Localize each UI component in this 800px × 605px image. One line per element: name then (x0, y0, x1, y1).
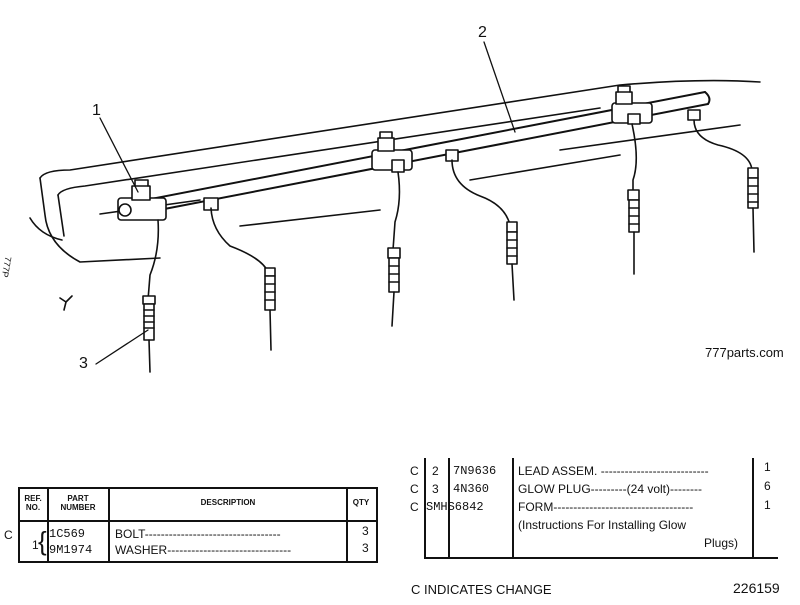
clamp-left (117, 179, 167, 221)
ref-number: 2 (432, 464, 439, 478)
valve-cover-inner (57, 107, 601, 196)
glow-plug-6 (747, 167, 759, 253)
page-number: 226159 (733, 580, 780, 596)
callout-2: 2 (478, 24, 487, 41)
change-marker: C (410, 482, 419, 496)
part-number-cell: 1C569 (49, 527, 86, 541)
leader-1 (99, 117, 139, 193)
glow-plug-3 (387, 247, 401, 327)
qty-cell: 1 (764, 498, 771, 512)
description-cell: GLOW PLUG---------(24 volt)-------- (518, 482, 702, 496)
part-number-cell: 9M1974 (49, 543, 93, 557)
qty-cell: 3 (362, 524, 369, 538)
lead-rail (124, 91, 706, 205)
header-ref-no: REF.NO. (24, 494, 42, 512)
qty-cell: 6 (764, 479, 771, 493)
ref-number-1: 1 (32, 538, 39, 552)
header-qty: QTY (352, 498, 370, 507)
callout-1: 1 (92, 102, 101, 119)
glow-plug-5 (627, 189, 640, 275)
description-cell: WASHER------------------------------- (115, 543, 292, 557)
form-note-line-2: Plugs) (704, 536, 739, 550)
ref-number: 3 (432, 482, 439, 496)
glow-plug-2 (264, 267, 276, 351)
change-marker: C (410, 464, 419, 478)
change-note: C INDICATES CHANGE (411, 582, 552, 597)
bracket: { (38, 526, 47, 556)
glow-plug-4 (506, 221, 518, 301)
description-cell: LEAD ASSEM. --------------------------- (518, 464, 709, 478)
leader-2 (483, 41, 516, 133)
parts-diagram (29, 41, 761, 373)
header-description: DESCRIPTION (200, 498, 256, 507)
change-marker: C (410, 500, 419, 514)
part-number-cell: 7N9636 (453, 464, 497, 478)
description-cell: BOLT---------------------------------- (115, 527, 281, 541)
parts-table-left (18, 487, 378, 563)
qty-cell: 1 (764, 460, 771, 474)
callout-3: 3 (79, 355, 88, 372)
glow-plug-1 (142, 295, 156, 373)
part-number-cell: 4N360 (453, 482, 490, 496)
watermark-text: 777parts.com (705, 345, 784, 360)
form-note-line-1: (Instructions For Installing Glow (518, 518, 687, 532)
valve-cover-outline (39, 79, 761, 179)
description-cell: FORM----------------------------------- (518, 500, 694, 514)
qty-cell: 3 (362, 541, 369, 555)
leader-3 (95, 329, 149, 365)
part-number-cell: SMHS6842 (426, 500, 484, 514)
clamp-right (611, 85, 653, 124)
change-marker-left: C (4, 528, 13, 542)
valve-cover-outline-lower (39, 177, 161, 263)
